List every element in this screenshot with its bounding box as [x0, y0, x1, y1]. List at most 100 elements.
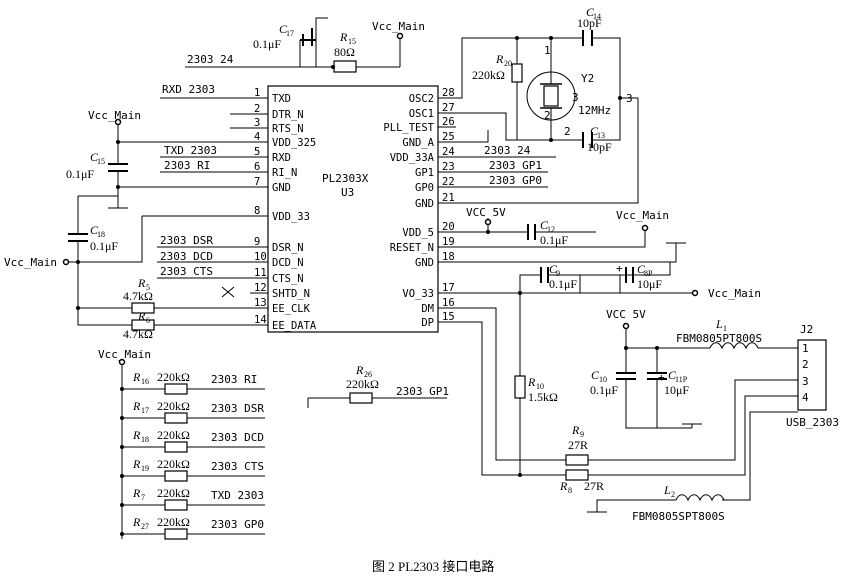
pullup-net-label: 2303 DSR — [211, 402, 264, 415]
r26-sub: 26 — [364, 370, 372, 379]
chip-right-pins: 28OSC227OSC126PLL_TEST25GND_A24VDD_33A23… — [383, 87, 456, 329]
r10-resistor — [514, 375, 526, 399]
r15-sub: 15 — [348, 37, 356, 46]
r19-ref: R — [132, 457, 141, 471]
chip-pin-name: VDD_5 — [402, 227, 434, 239]
r5-sub: 5 — [146, 283, 150, 292]
c8-value: 10μF — [637, 277, 662, 291]
r17-value: 220kΩ — [157, 399, 190, 413]
chip-pin-name: DP — [421, 317, 434, 329]
junction — [486, 230, 490, 234]
r6-ref: R — [137, 309, 146, 323]
y2-value: 12MHz — [578, 104, 611, 117]
pullup-net-label: 2303 RI — [211, 373, 257, 386]
net-label-cts: 2303 CTS — [160, 265, 213, 278]
r9-sub: 9 — [580, 430, 584, 439]
r7-sub: 7 — [141, 493, 145, 502]
j2-pin4: 4 — [802, 391, 809, 404]
c13-sub: 13 — [597, 131, 605, 140]
chip-pin-number: 10 — [254, 251, 267, 263]
chip-pin-name: VDD_325 — [272, 137, 316, 149]
r19-resistor — [164, 470, 188, 482]
c15-sub: 15 — [97, 157, 105, 166]
c9-capacitor — [540, 267, 549, 283]
r7-resistor — [164, 499, 188, 511]
vcc5v-label-2: VCC 5V — [606, 308, 646, 321]
wire-dsr-dcd-cts — [157, 246, 268, 279]
junction — [120, 416, 124, 420]
y2-ref: Y2 — [581, 72, 594, 85]
net-label-2303-24-top: 2303 24 — [187, 53, 234, 66]
junction — [120, 387, 124, 391]
c10-ref: C — [591, 368, 600, 382]
wire-vo33 — [438, 262, 692, 294]
y2-element — [543, 85, 559, 107]
net-label-dcd: 2303 DCD — [160, 250, 213, 263]
vcc5v-terminal-1 — [484, 218, 492, 226]
r16-ref: R — [132, 370, 141, 384]
wire-r5-r6 — [110, 307, 132, 326]
r20-ref: R — [495, 52, 504, 66]
y2-pin3-net: 3 — [626, 92, 633, 105]
c12-ref: C — [540, 218, 549, 232]
chip-pin-number: 4 — [254, 131, 260, 143]
l1-value: FBM0805PT800S — [676, 332, 762, 345]
c8-capacitor — [625, 267, 634, 283]
chip-pin-name: EE_CLK — [272, 303, 311, 315]
shtd-no-connect — [221, 286, 235, 298]
chip-pin-number: 3 — [254, 117, 260, 129]
chip-pin-number: 24 — [442, 146, 455, 158]
chip-pin-number: 19 — [442, 236, 455, 248]
chip-pin-number: 8 — [254, 205, 260, 217]
r7-ref: R — [132, 486, 141, 500]
l2-value: FBM0805SPT800S — [632, 510, 725, 523]
chip-pin-name: VO_33 — [402, 288, 434, 300]
r19-value: 220kΩ — [157, 457, 190, 471]
vcc5v-terminal-2 — [622, 322, 630, 330]
r16-value: 220kΩ — [157, 370, 190, 384]
chip-pin-name: RTS_N — [272, 123, 304, 135]
chip-pin-name: GP1 — [415, 167, 434, 179]
wire-gnd-21 — [438, 98, 639, 204]
chip-pin-name: OSC2 — [409, 93, 434, 105]
c14-ref: C — [586, 5, 595, 19]
r7-value: 220kΩ — [157, 486, 190, 500]
wire-vdd33 — [77, 195, 268, 326]
junction — [624, 346, 628, 350]
vcc-main-label-2: Vcc_Main — [88, 109, 141, 122]
chip-pin-name: DM — [421, 303, 434, 315]
r10-ref: R — [527, 375, 536, 389]
chip-pin-name: GP0 — [415, 182, 434, 194]
c14-capacitor — [582, 30, 593, 46]
chip-pin-number: 17 — [442, 282, 455, 294]
r20-sub: 20 — [504, 59, 512, 68]
chip-pin-number: 2 — [254, 103, 260, 115]
wire-osc1 — [438, 112, 517, 141]
junction — [120, 474, 124, 478]
chip-pin-number: 22 — [442, 176, 455, 188]
chip-pin-name: GND — [415, 257, 434, 269]
wire-r26 — [307, 397, 447, 408]
c11-sub: 11P — [675, 375, 688, 384]
r6-value: 4.7kΩ — [123, 327, 153, 341]
r27-value: 220kΩ — [157, 515, 190, 529]
chip-pin-name: DTR_N — [272, 109, 304, 121]
chip-pin-name: RESET_N — [390, 242, 434, 254]
vcc-terminal-4 — [641, 224, 649, 232]
figure-caption: 图 2 PL2303 接口电路 — [372, 559, 494, 574]
chip-pin-number: 18 — [442, 251, 455, 263]
j2-connector — [797, 339, 827, 411]
c17-value: 0.1μF — [253, 37, 281, 51]
c18-value: 0.1μF — [90, 239, 118, 253]
c11-value: 10μF — [664, 383, 689, 397]
r17-ref: R — [132, 399, 141, 413]
r16-resistor — [164, 383, 188, 395]
r26-ref: R — [355, 363, 364, 377]
chip-pin-number: 1 — [254, 87, 260, 99]
r27-sub: 27 — [141, 522, 149, 531]
c13-value: 10pF — [587, 140, 612, 154]
chip-pin-number: 14 — [254, 314, 267, 326]
c13-capacitor — [582, 132, 593, 148]
r5-ref: R — [137, 276, 146, 290]
